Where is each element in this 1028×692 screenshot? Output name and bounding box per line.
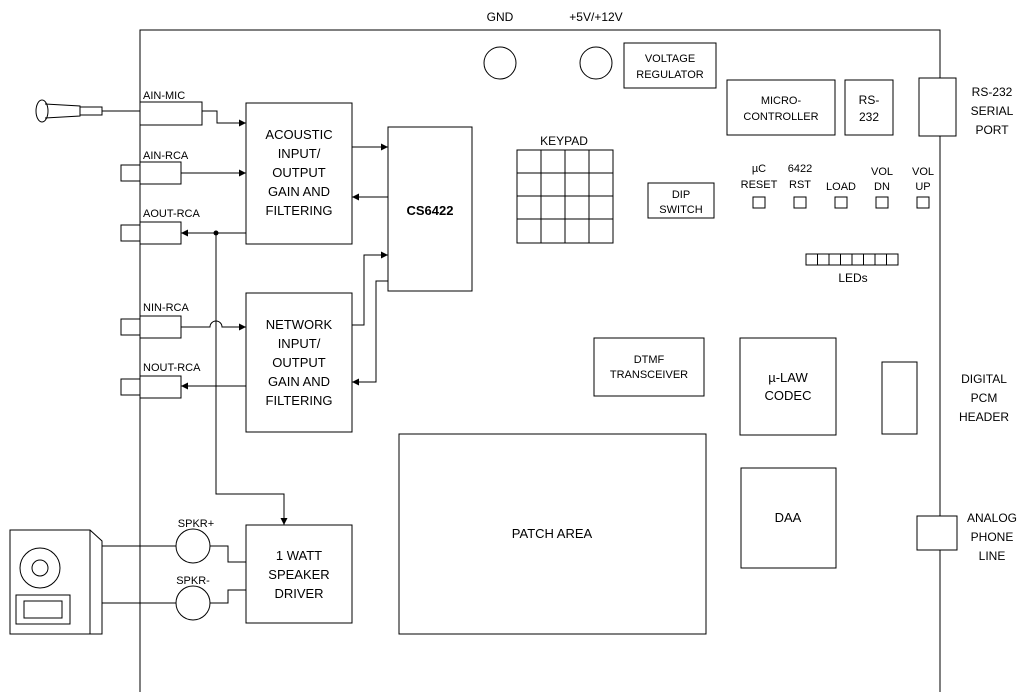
aout-rca-jack — [139, 221, 182, 245]
keypad-label: KEYPAD — [540, 134, 588, 148]
ulaw-line-2: CODEC — [765, 388, 812, 403]
led-bar — [805, 253, 899, 266]
microcontroller-line-1: MICRO- — [761, 95, 802, 107]
voltage-regulator-line-2: REGULATOR — [636, 69, 703, 81]
rs232-chip-line-2: 232 — [859, 110, 879, 124]
network-line-3: OUTPUT — [272, 355, 326, 370]
pcm-header-connector — [881, 361, 918, 435]
ain-mic-label: AIN-MIC — [143, 90, 185, 102]
vol-dn-line-2: DN — [874, 181, 890, 193]
vol-up-line-1: VOL — [912, 166, 934, 178]
gnd-terminal — [483, 46, 517, 80]
cs6422-label: CS6422 — [407, 203, 454, 218]
ulaw-line-1: µ-LAW — [768, 370, 808, 385]
aout-rca-plug — [120, 224, 141, 242]
nin-rca-label: NIN-RCA — [143, 302, 189, 314]
leds-label: LEDs — [838, 271, 867, 285]
phone-line-line-1: ANALOG — [967, 511, 1017, 525]
aout-rca-label: AOUT-RCA — [143, 208, 201, 220]
network-line-2: INPUT/ — [278, 336, 321, 351]
acoustic-line-3: OUTPUT — [272, 165, 326, 180]
vol-dn-line-1: VOL — [871, 166, 893, 178]
dtmf-transceiver-box — [593, 337, 705, 397]
rs232-chip-box — [844, 79, 894, 136]
ain-rca-jack — [139, 161, 182, 185]
vol-up-line-2: UP — [915, 181, 930, 193]
6422-rst-line-2: RST — [789, 179, 811, 191]
nout-rca-label: NOUT-RCA — [143, 362, 201, 374]
network-line-4: GAIN AND — [268, 374, 330, 389]
acoustic-line-2: INPUT/ — [278, 146, 321, 161]
phone-line-line-3: LINE — [979, 549, 1006, 563]
cs6422-chip — [387, 126, 473, 292]
nout-rca-jack — [139, 375, 182, 399]
rs232-port-line-2: SERIAL — [971, 104, 1014, 118]
acoustic-line-1: ACOUSTIC — [265, 127, 332, 142]
load-button — [834, 196, 848, 209]
speaker-driver-line-2: SPEAKER — [268, 567, 329, 582]
voltage-regulator-box — [623, 42, 717, 89]
board-outline — [139, 29, 941, 692]
ain-rca-plug — [120, 164, 141, 182]
phone-line-jack — [916, 515, 958, 551]
rs232-port-line-1: RS-232 — [972, 85, 1013, 99]
6422-rst-line-1: 6422 — [788, 163, 812, 175]
rs232-port-box — [918, 77, 957, 137]
microphone-icon — [35, 99, 142, 123]
nin-rca-jack — [139, 315, 182, 339]
gnd-label: GND — [487, 10, 514, 24]
microcontroller-line-2: CONTROLLER — [743, 111, 818, 123]
vol-up-button — [916, 196, 930, 209]
spkr-minus-terminal — [175, 585, 211, 621]
rs232-chip-line-1: RS- — [859, 93, 880, 107]
acoustic-line-5: FILTERING — [266, 203, 333, 218]
voltage-regulator-line-1: VOLTAGE — [645, 53, 695, 65]
dip-switch-line-2: SWITCH — [659, 204, 702, 216]
load-label: LOAD — [826, 181, 856, 193]
uc-reset-button — [752, 196, 766, 209]
patch-area-label: PATCH AREA — [512, 526, 593, 541]
supply-label: +5V/+12V — [569, 10, 622, 24]
ain-rca-label: AIN-RCA — [143, 150, 189, 162]
6422-rst-button — [793, 196, 807, 209]
spkr-minus-label: SPKR- — [176, 575, 210, 587]
pcm-header-line-3: HEADER — [959, 410, 1009, 424]
daa-box — [740, 467, 837, 569]
rs232-port-line-3: PORT — [975, 123, 1009, 137]
nout-rca-plug — [120, 378, 141, 396]
daa-label: DAA — [775, 510, 802, 525]
pcm-header-line-2: PCM — [971, 391, 998, 405]
speaker-icon — [9, 529, 103, 635]
supply-terminal — [579, 46, 613, 80]
speaker-wires — [102, 545, 246, 604]
nin-rca-plug — [120, 318, 141, 336]
network-io-block — [245, 292, 353, 433]
dtmf-line-1: DTMF — [634, 354, 665, 366]
patch-area — [398, 433, 707, 635]
dtmf-line-2: TRANSCEIVER — [610, 369, 688, 381]
microcontroller-box — [726, 79, 836, 136]
dip-switch-line-1: DIP — [672, 189, 690, 201]
vol-dn-button — [875, 196, 889, 209]
network-line-5: FILTERING — [266, 393, 333, 408]
speaker-driver-line-1: 1 WATT — [276, 548, 322, 563]
pcm-header-line-1: DIGITAL — [961, 372, 1007, 386]
speaker-driver-line-3: DRIVER — [274, 586, 323, 601]
uc-reset-line-2: RESET — [741, 179, 778, 191]
spkr-plus-label: SPKR+ — [178, 518, 214, 530]
uc-reset-line-1: µC — [752, 163, 766, 175]
phone-line-line-2: PHONE — [971, 530, 1014, 544]
network-line-1: NETWORK — [266, 317, 333, 332]
keypad-grid — [516, 149, 614, 244]
spkr-plus-terminal — [175, 528, 211, 564]
ain-mic-jack — [139, 101, 203, 126]
dip-switch-box — [647, 182, 715, 219]
ulaw-codec-box — [739, 337, 837, 436]
speaker-driver-block — [245, 524, 353, 624]
signal-wires — [181, 110, 388, 525]
acoustic-line-4: GAIN AND — [268, 184, 330, 199]
